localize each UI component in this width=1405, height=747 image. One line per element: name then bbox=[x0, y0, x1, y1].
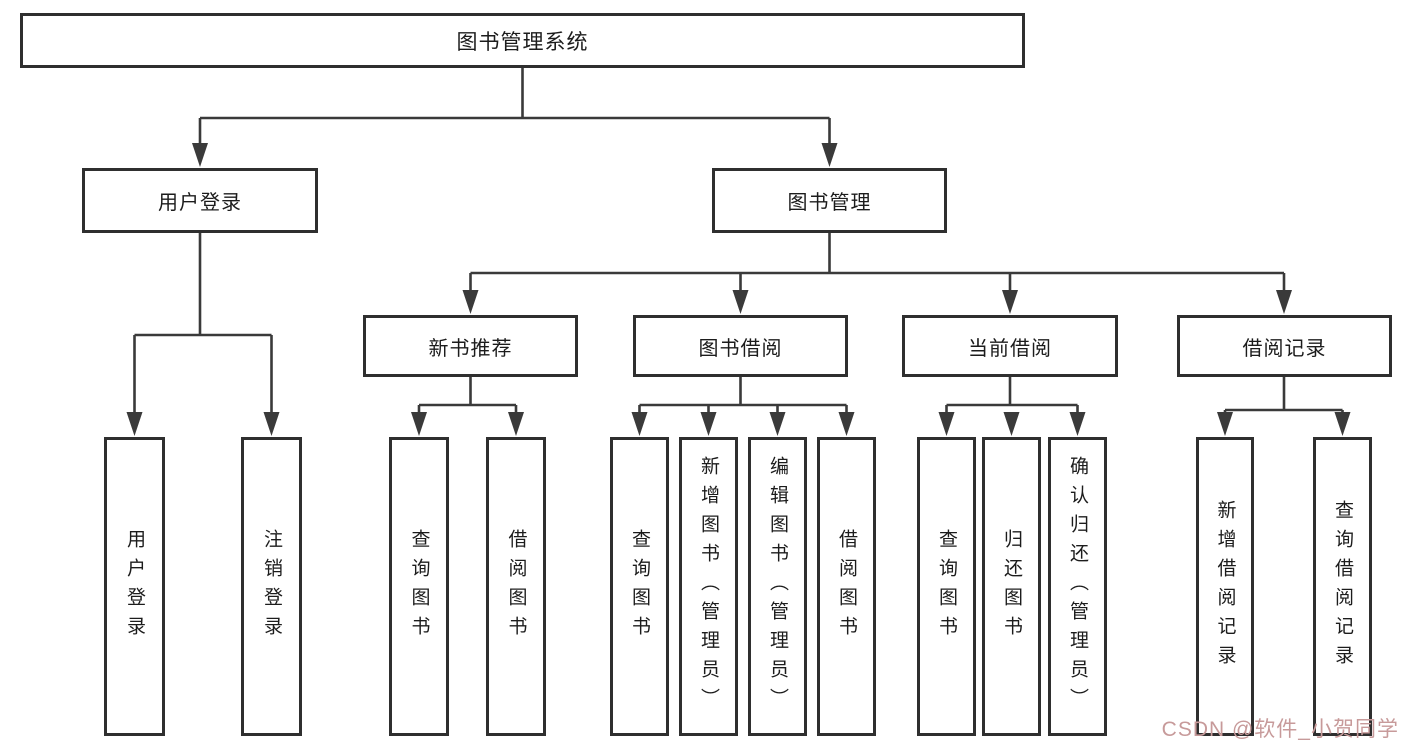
leaf-query-books-1: 查询图书 bbox=[389, 437, 449, 736]
csdn-watermark: CSDN @软件_小贺同学 bbox=[1161, 718, 1399, 741]
node-current-borrow: 当前借阅 bbox=[902, 315, 1118, 377]
leaf-query-books-3: 查询图书 bbox=[917, 437, 976, 736]
leaf-query-books-2-label: 查询图书 bbox=[629, 528, 650, 645]
leaf-confirm-return-admin: 确认归还（管理员） bbox=[1048, 437, 1107, 736]
leaf-logout: 注销登录 bbox=[241, 437, 302, 736]
leaf-borrow-books-2: 借阅图书 bbox=[817, 437, 876, 736]
leaf-logout-label: 注销登录 bbox=[261, 528, 282, 645]
node-current-borrow-label: 当前借阅 bbox=[968, 337, 1052, 360]
leaf-return-book-label: 归还图书 bbox=[1001, 528, 1022, 645]
leaf-user-login: 用户登录 bbox=[104, 437, 165, 736]
node-book-borrow: 图书借阅 bbox=[633, 315, 848, 377]
leaf-query-borrow-record-label: 查询借阅记录 bbox=[1332, 499, 1353, 674]
leaf-query-borrow-record: 查询借阅记录 bbox=[1313, 437, 1372, 736]
leaf-add-book-admin-label: 新增图书（管理员） bbox=[698, 456, 719, 717]
leaf-add-borrow-record-label: 新增借阅记录 bbox=[1214, 499, 1236, 674]
node-borrow-records: 借阅记录 bbox=[1177, 315, 1392, 377]
node-book-management: 图书管理 bbox=[712, 168, 947, 233]
node-book-management-label: 图书管理 bbox=[787, 192, 872, 214]
leaf-query-books-2: 查询图书 bbox=[610, 437, 669, 736]
leaf-borrow-books-1: 借阅图书 bbox=[486, 437, 546, 736]
node-book-borrow-label: 图书借阅 bbox=[698, 337, 783, 360]
node-new-book-recommend-label: 新书推荐 bbox=[428, 337, 513, 360]
node-borrow-records-label: 借阅记录 bbox=[1242, 337, 1327, 360]
leaf-borrow-books-1-label: 借阅图书 bbox=[505, 528, 527, 645]
leaf-edit-book-admin-label: 编辑图书（管理员） bbox=[767, 456, 788, 717]
node-new-book-recommend: 新书推荐 bbox=[363, 315, 578, 377]
leaf-add-book-admin: 新增图书（管理员） bbox=[679, 437, 738, 736]
node-library-system: 图书管理系统 bbox=[20, 13, 1025, 68]
node-user-login-label: 用户登录 bbox=[158, 192, 242, 214]
leaf-confirm-return-admin-label: 确认归还（管理员） bbox=[1067, 456, 1088, 717]
leaf-query-books-3-label: 查询图书 bbox=[936, 528, 957, 645]
leaf-add-borrow-record: 新增借阅记录 bbox=[1196, 437, 1254, 736]
leaf-return-book: 归还图书 bbox=[982, 437, 1041, 736]
leaf-query-books-1-label: 查询图书 bbox=[408, 528, 430, 645]
leaf-user-login-label: 用户登录 bbox=[124, 528, 145, 645]
leaf-edit-book-admin: 编辑图书（管理员） bbox=[748, 437, 807, 736]
leaf-borrow-books-2-label: 借阅图书 bbox=[836, 528, 857, 645]
node-user-login: 用户登录 bbox=[82, 168, 318, 233]
node-library-system-label: 图书管理系统 bbox=[456, 30, 589, 54]
